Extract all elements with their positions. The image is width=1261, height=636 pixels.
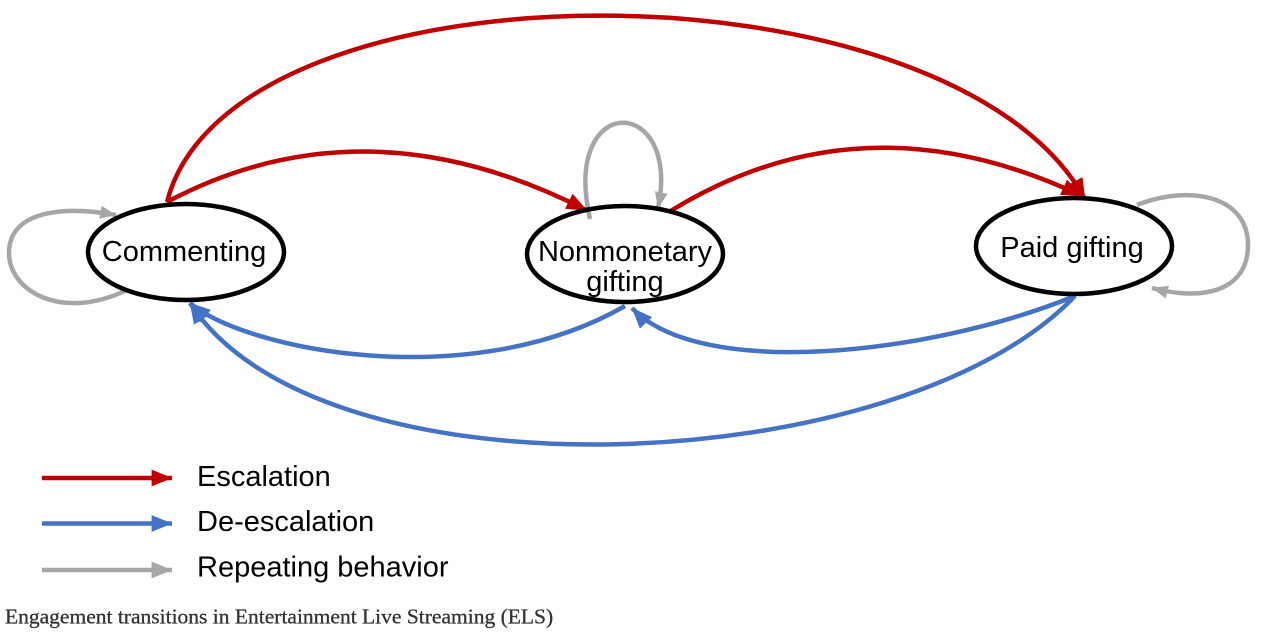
svg-text:Commenting: Commenting — [102, 236, 266, 268]
svg-text:Paid gifting: Paid gifting — [1000, 232, 1144, 264]
svg-text:Engagement transitions in Ente: Engagement transitions in Entertainment … — [5, 605, 553, 629]
svg-text:De-escalation: De-escalation — [197, 506, 374, 538]
svg-text:Repeating behavior: Repeating behavior — [197, 552, 449, 584]
svg-text:Escalation: Escalation — [197, 461, 331, 493]
svg-text:Nonmonetary: Nonmonetary — [538, 236, 713, 268]
svg-text:gifting: gifting — [586, 266, 663, 298]
